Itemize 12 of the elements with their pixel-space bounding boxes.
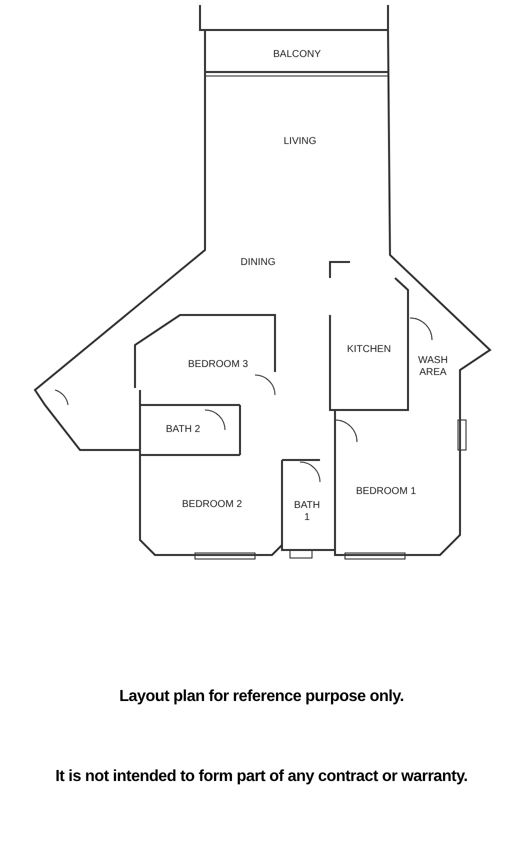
- room-label: LIVING: [284, 136, 316, 148]
- room-label: BATH 1: [293, 500, 321, 524]
- room-label: BALCONY: [273, 49, 321, 61]
- disclaimer-note: Layout plan for reference purpose only.: [118, 688, 405, 706]
- room-label: BEDROOM 2: [182, 499, 242, 511]
- room-label: BEDROOM 1: [356, 486, 416, 498]
- room-label: BEDROOM 3: [188, 359, 248, 371]
- room-label: DINING: [240, 257, 276, 269]
- room-label: WASH AREA: [417, 355, 449, 379]
- room-label: KITCHEN: [347, 344, 391, 356]
- room-label: BATH 2: [166, 424, 200, 436]
- disclaimer-note: It is not intended to form part of any contract or warranty.: [54, 768, 469, 786]
